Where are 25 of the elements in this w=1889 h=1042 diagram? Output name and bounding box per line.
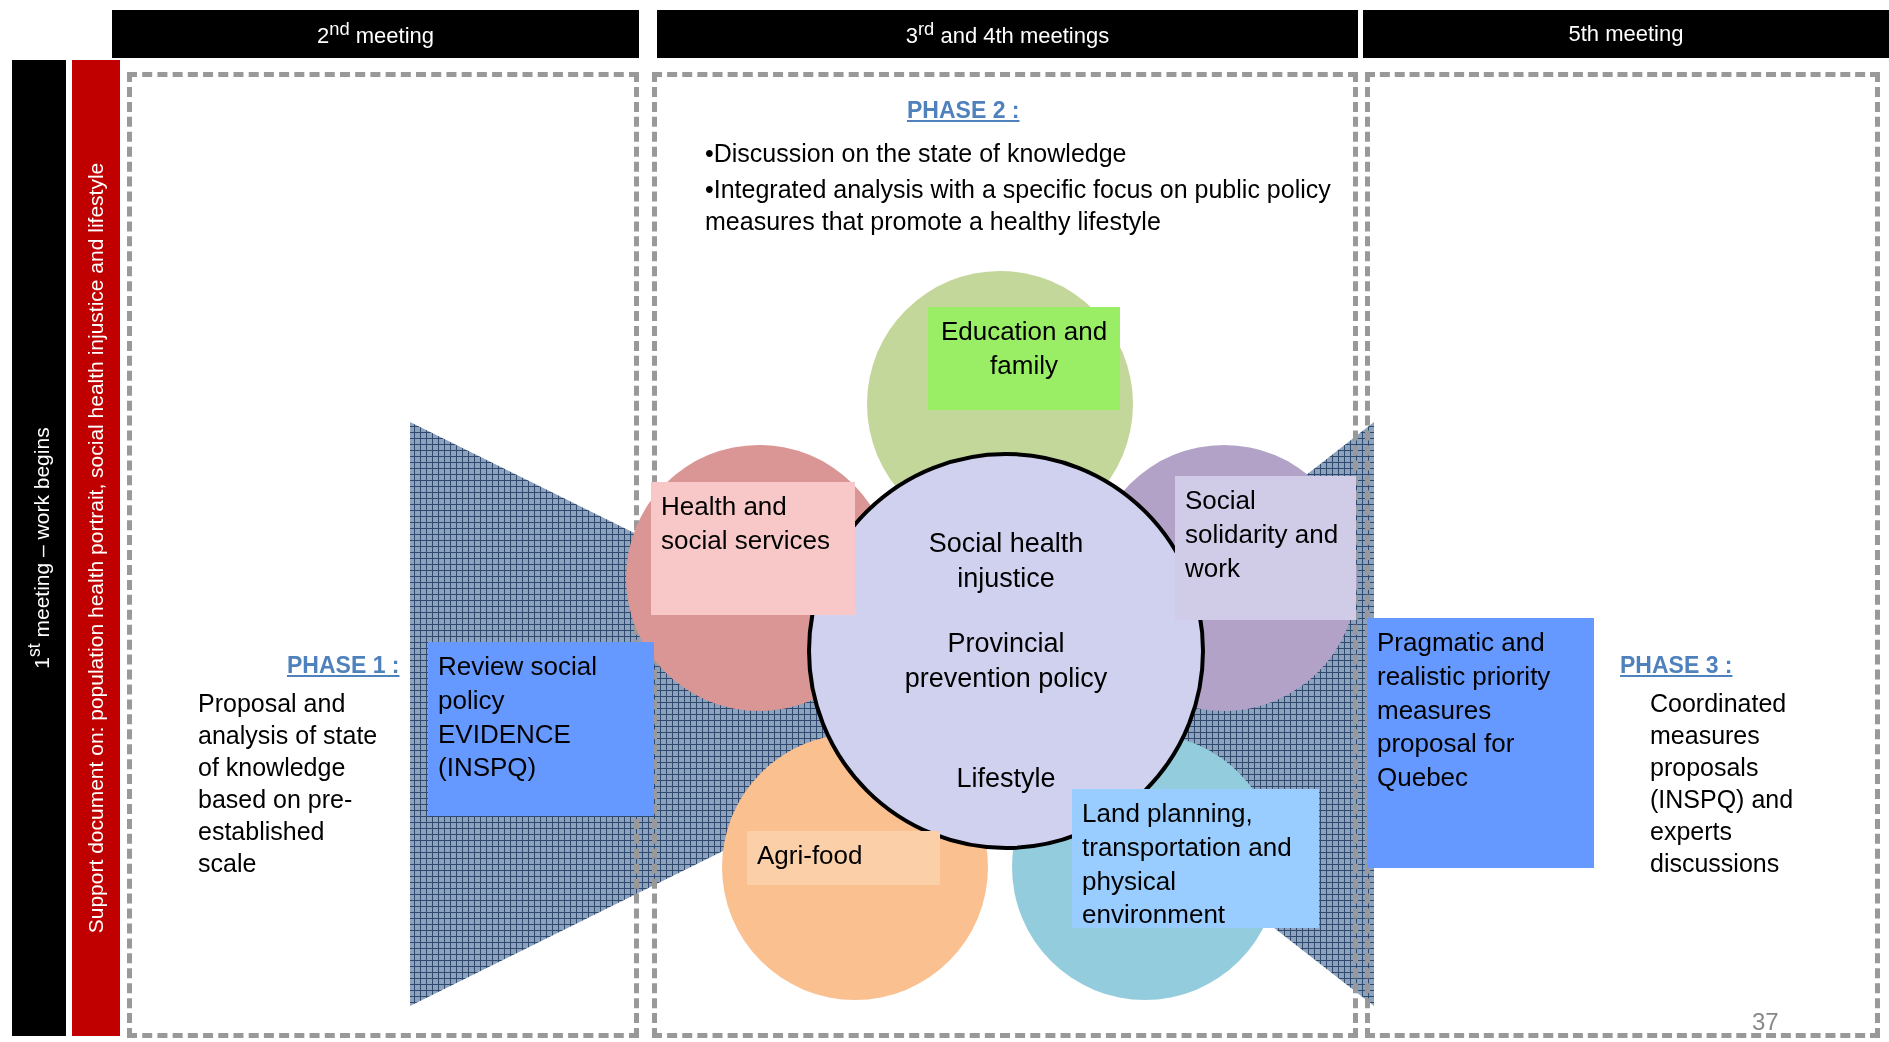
highlight-box: Review social policy EVIDENCE (INSPQ) [428,642,654,816]
dashed-panel [1365,72,1880,1038]
phase-description: •Integrated analysis with a specific focus on public policy measures that promote a healthy lifestyle [705,174,1332,237]
sector-label: Land planning, transportation and physical environment [1072,789,1319,928]
highlight-box: Pragmatic and realistic priority measures proposal for Quebec [1367,618,1594,868]
vertical-banner [72,60,120,1036]
phase-title: PHASE 2 : [907,97,1020,124]
circle-text: Social health injustice [927,527,1085,596]
phase-description: •Discussion on the state of knowledge [705,138,1128,169]
phase-title: PHASE 3 : [1620,652,1733,679]
sector-label: Health and social services [651,482,855,615]
sector-label: Agri-food [747,831,940,885]
sector-label: Social solidarity and work [1175,476,1356,620]
meeting-header-bar: 5th meeting [1363,10,1889,58]
page-number: 37 [1752,1008,1779,1036]
meeting-header-bar: 2$^{nd}$ meeting [112,10,639,58]
phase-description: Coordinated measures proposals (INSPQ) and experts discussions [1650,688,1795,879]
circle-text: Lifestyle [955,762,1057,795]
banner-text: Support document on: population health portrait, social health injustice and lifestyle [84,162,108,934]
phase-description: Proposal and analysis of state of knowledge based on pre-established scale [198,688,378,879]
circle-text: Provincial prevention policy [903,627,1109,696]
vertical-banner [12,60,66,1036]
sector-label: Education and family [928,307,1120,410]
meeting-header-bar: 3$^{rd}$ and 4th meetings [657,10,1358,58]
phase-title: PHASE 1 : [287,652,400,679]
